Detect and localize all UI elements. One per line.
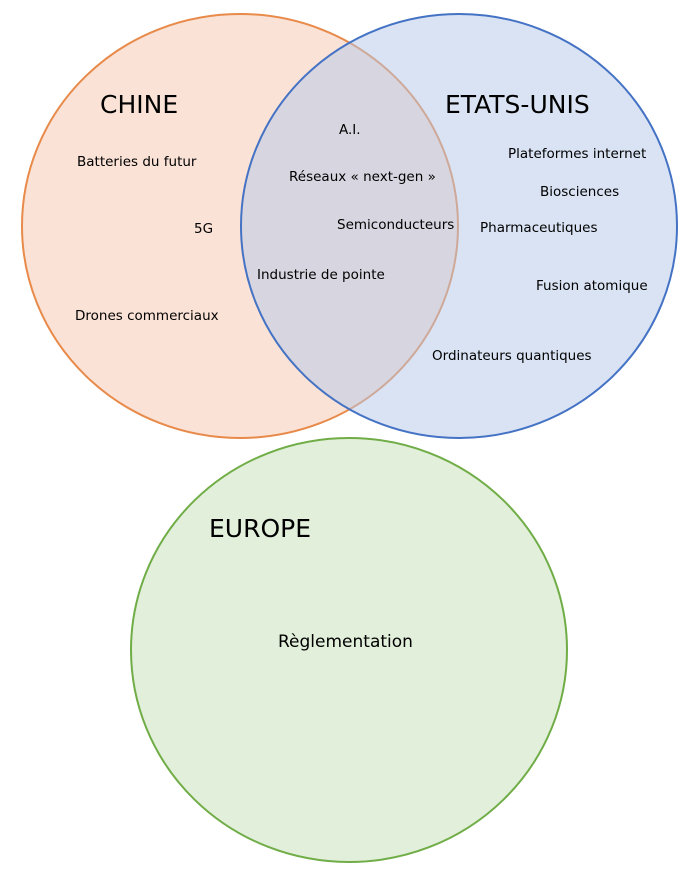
europe-circle xyxy=(130,437,568,863)
chine-item-5g: 5G xyxy=(194,221,213,237)
usa-item-ordinateurs: Ordinateurs quantiques xyxy=(432,348,592,364)
europe-item-reglementation: Règlementation xyxy=(278,632,413,652)
chine-item-drones: Drones commerciaux xyxy=(75,308,219,324)
overlap-item-ai: A.I. xyxy=(339,122,361,138)
usa-item-fusion: Fusion atomique xyxy=(536,278,648,294)
overlap-item-industrie: Industrie de pointe xyxy=(257,267,385,283)
overlap-item-semiconducteurs: Semiconducteurs xyxy=(337,217,454,233)
usa-title: ETATS-UNIS xyxy=(445,90,590,119)
usa-circle xyxy=(240,13,678,439)
overlap-item-reseaux: Réseaux « next-gen » xyxy=(289,169,436,185)
europe-title: EUROPE xyxy=(209,514,311,543)
usa-item-biosciences: Biosciences xyxy=(540,184,619,200)
usa-item-pharmaceutiques: Pharmaceutiques xyxy=(480,220,598,236)
chine-item-batteries: Batteries du futur xyxy=(77,154,197,170)
usa-item-plateformes: Plateformes internet xyxy=(508,146,646,162)
chine-title: CHINE xyxy=(100,90,178,119)
